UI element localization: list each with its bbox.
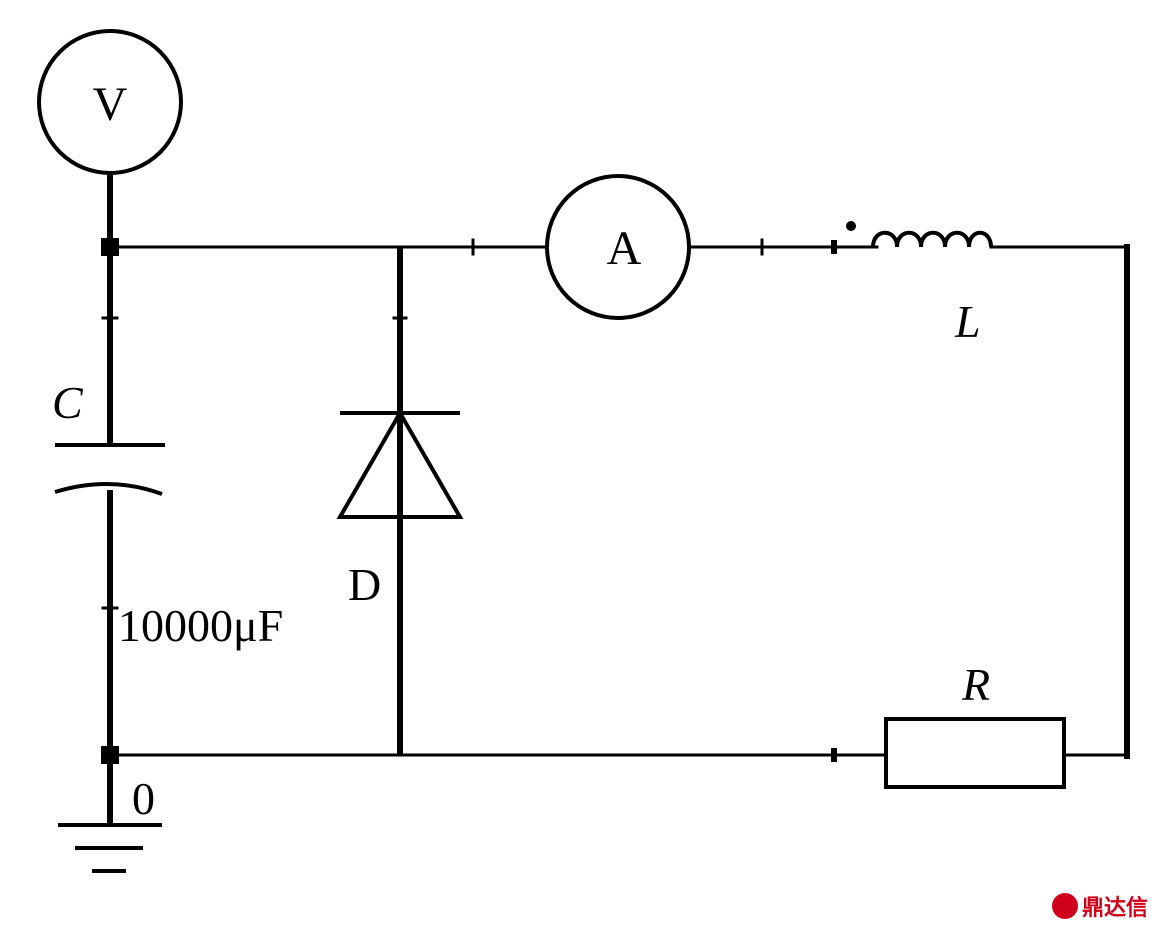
ammeter: A: [545, 174, 691, 320]
ground-node-label: 0: [132, 773, 155, 824]
watermark-text: 鼎达信: [1081, 896, 1148, 921]
inductor: L: [846, 221, 993, 347]
resistor-label: R: [961, 659, 990, 710]
inductor-polarity-dot: [846, 221, 856, 231]
watermark: 鼎达信: [1051, 890, 1148, 922]
resistor: R: [884, 659, 1066, 789]
capacitor-value: 10000μF: [118, 600, 283, 651]
voltmeter: V: [37, 29, 183, 175]
diode-label: D: [348, 559, 381, 610]
watermark-logo-icon: [1051, 893, 1078, 919]
capacitor-label: C: [52, 377, 84, 428]
ammeter-label: A: [607, 222, 642, 275]
inductor-label: L: [954, 296, 981, 347]
ground-symbol: 0: [58, 773, 162, 873]
diode: D: [336, 247, 464, 755]
capacitor: C 10000μF: [52, 377, 283, 651]
voltmeter-label: V: [93, 78, 128, 131]
